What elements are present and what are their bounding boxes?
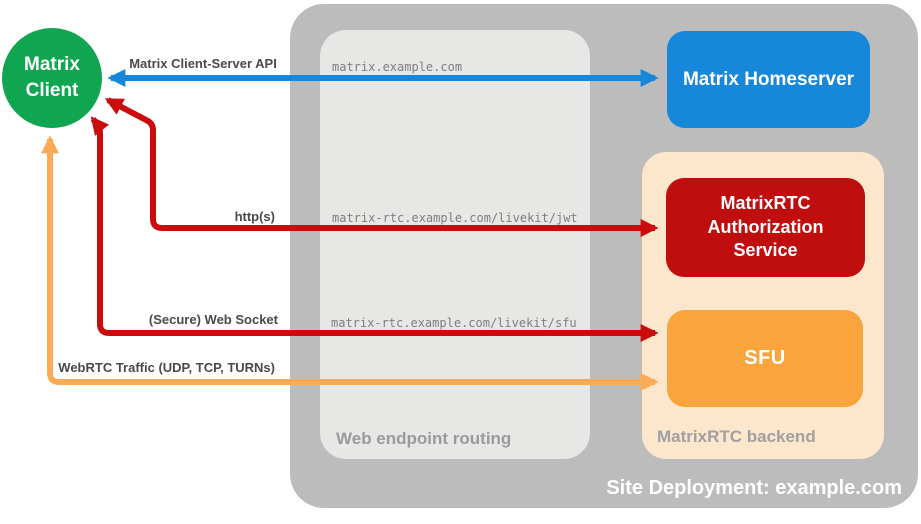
matrixrtc-backend-label: MatrixRTC backend [657, 427, 816, 446]
site-deployment-label: Site Deployment: example.com [606, 477, 902, 499]
web-endpoint-routing-group: Web endpoint routing [320, 30, 590, 459]
matrix-homeserver-node: Matrix Homeserver [667, 31, 870, 128]
matrix-client-server-api-label: Matrix Client-Server API [129, 56, 277, 71]
web-endpoint-routing-label: Web endpoint routing [336, 429, 512, 448]
https-label: http(s) [234, 209, 275, 224]
sfu-node: SFU [667, 310, 863, 407]
secure-web-socket-label: (Secure) Web Socket [148, 312, 278, 327]
endpoint-url-homeserver: matrix.example.com [332, 60, 463, 74]
matrix-client-node: Matrix Client [2, 28, 102, 128]
webrtc-traffic-label: WebRTC Traffic (UDP, TCP, TURNs) [58, 360, 275, 375]
endpoint-url-livekit-sfu: matrix-rtc.example.com/livekit/sfu [331, 316, 577, 330]
matrixrtc-authorization-service-node: MatrixRTC Authorization Service [666, 178, 865, 277]
endpoint-url-livekit-jwt: matrix-rtc.example.com/livekit/jwt [332, 211, 578, 225]
